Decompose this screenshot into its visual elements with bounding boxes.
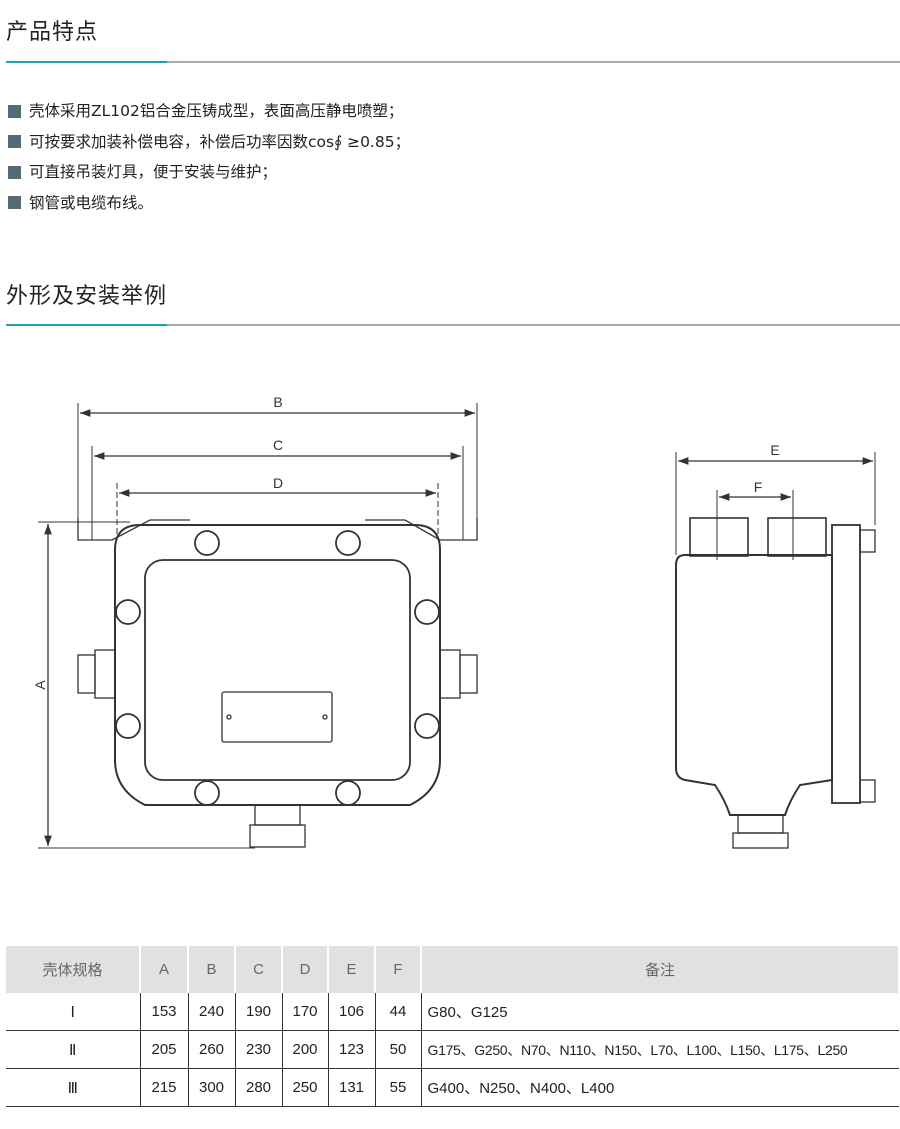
cell: G80、G125	[421, 993, 899, 1031]
housing-cover	[144, 559, 411, 781]
cell: 106	[328, 993, 376, 1031]
cell: 250	[282, 1068, 329, 1107]
cell: 153	[140, 993, 189, 1031]
outline-heading: 外形及安装举例	[6, 284, 168, 309]
label-d: D	[273, 475, 283, 491]
cell: 44	[375, 993, 422, 1031]
header-remarks: 备注	[421, 946, 900, 993]
label-a: A	[32, 680, 48, 690]
cell: 260	[188, 1030, 236, 1069]
cell: Ⅱ	[6, 1030, 141, 1069]
feature-item: 可按要求加装补偿电容，补偿后功率因数cos∮ ≥0.85；	[8, 127, 410, 158]
cell: 190	[235, 993, 283, 1031]
label-e: E	[770, 442, 779, 458]
cell: 123	[328, 1030, 376, 1069]
cell: 200	[282, 1030, 329, 1069]
cell: Ⅲ	[6, 1068, 141, 1107]
feature-item: 钢管或电缆布线。	[8, 188, 410, 219]
feature-text: 可按要求加装补偿电容，补偿后功率因数cos∮ ≥0.85；	[29, 132, 411, 151]
cell: 50	[375, 1030, 422, 1069]
dimension-drawing: B C D A E F	[32, 394, 876, 849]
cell: 300	[188, 1068, 236, 1107]
cell: 205	[140, 1030, 189, 1069]
bullet-square-icon	[8, 165, 21, 179]
cell: 230	[235, 1030, 283, 1069]
cell: 131	[328, 1068, 376, 1107]
cell: G400、N250、N400、L400	[421, 1068, 899, 1107]
header-c: C	[235, 946, 283, 993]
nameplate	[221, 691, 333, 743]
features-heading: 产品特点	[6, 20, 99, 45]
table-header-row: 壳体规格 A B C D E F 备注	[6, 946, 900, 993]
side-housing	[675, 554, 833, 816]
feature-text: 壳体采用ZL102铝合金压铸成型，表面高压静电喷塑；	[29, 102, 404, 120]
bullet-square-icon	[8, 104, 21, 118]
cell: G175、G250、N70、N110、N150、L70、L100、L150、L1…	[421, 1030, 899, 1069]
cell: 280	[235, 1068, 283, 1107]
bullet-square-icon	[8, 135, 21, 149]
cell: Ⅰ	[6, 993, 141, 1031]
header-f: F	[375, 946, 422, 993]
label-c: C	[273, 437, 283, 453]
header-b: B	[188, 946, 236, 993]
housing-outline	[114, 524, 441, 806]
header-d: D	[282, 946, 329, 993]
cell: 170	[282, 993, 329, 1031]
feature-text: 可直接吊装灯具，便于安装与维护；	[29, 163, 278, 181]
cover-bolts	[115, 530, 440, 806]
feature-text: 钢管或电缆布线。	[29, 193, 154, 212]
feature-item: 可直接吊装灯具，便于安装与维护；	[8, 157, 410, 188]
cell: 215	[140, 1068, 189, 1107]
header-size: 壳体规格	[6, 946, 141, 993]
cell: 240	[188, 993, 236, 1031]
header-e: E	[328, 946, 376, 993]
bullet-square-icon	[8, 196, 21, 210]
features-divider	[6, 61, 900, 63]
features-list: 壳体采用ZL102铝合金压铸成型，表面高压静电喷塑； 可按要求加装补偿电容，补偿…	[8, 96, 410, 218]
header-a: A	[140, 946, 189, 993]
cell: 55	[375, 1068, 422, 1107]
label-b: B	[273, 394, 282, 410]
label-f: F	[754, 479, 763, 495]
feature-item: 壳体采用ZL102铝合金压铸成型，表面高压静电喷塑；	[8, 96, 410, 127]
outline-divider	[6, 324, 900, 326]
